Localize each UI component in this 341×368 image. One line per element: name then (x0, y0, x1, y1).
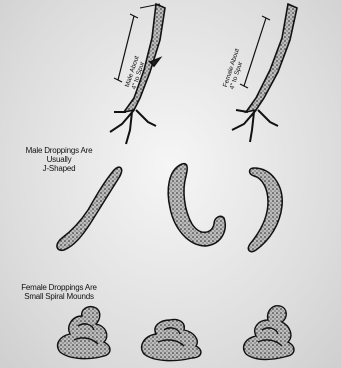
male-droppings-caption-line2: Usually (16, 155, 102, 164)
male-dropping-1 (57, 167, 122, 250)
female-turkey-leg (232, 4, 297, 142)
female-droppings-caption-line1: Female Droppings Are (14, 283, 104, 292)
male-droppings-caption: Male Droppings Are Usually J-Shaped (16, 146, 102, 173)
male-dropping-3 (248, 168, 282, 252)
female-droppings-caption: Female Droppings Are Small Spiral Mounds (14, 283, 104, 301)
female-droppings-caption-line2: Small Spiral Mounds (14, 292, 104, 301)
female-dropping-1 (58, 307, 110, 359)
female-dropping-3 (244, 306, 294, 360)
female-dropping-2 (142, 319, 201, 360)
male-droppings-caption-line3: J-Shaped (16, 164, 102, 173)
male-dropping-2 (168, 164, 225, 246)
male-droppings-caption-line1: Male Droppings Are (16, 146, 102, 155)
